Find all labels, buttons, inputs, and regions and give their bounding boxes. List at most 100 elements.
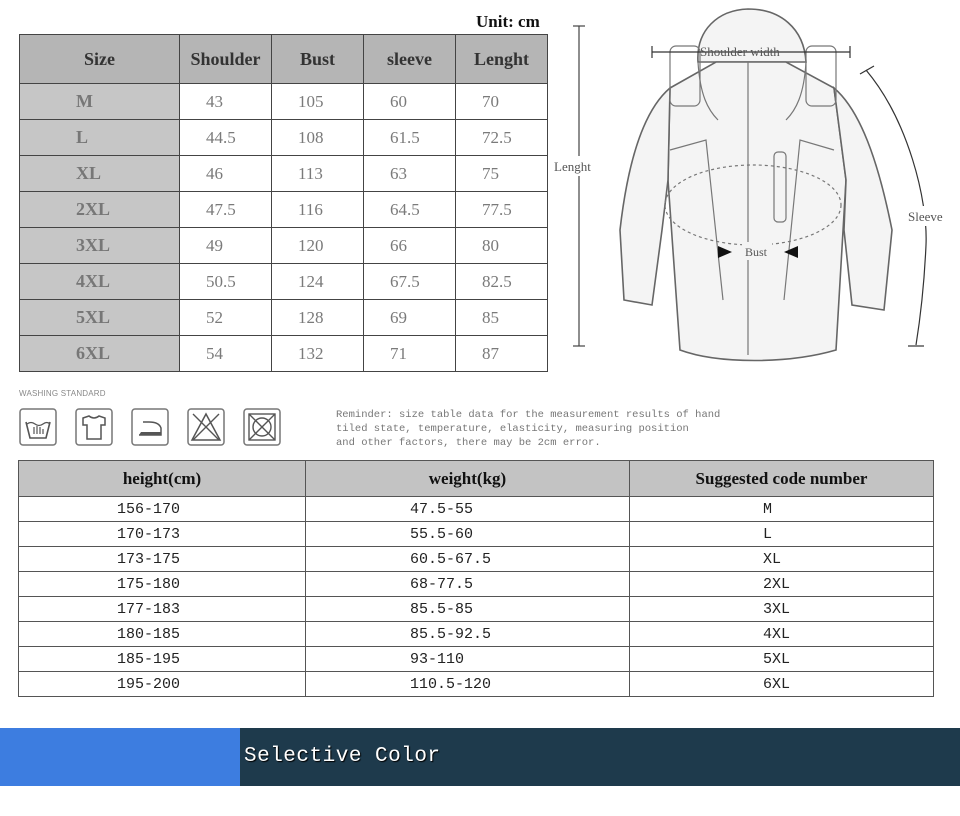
fit-table-header: height(cm) weight(kg) Suggested code num… <box>18 460 934 497</box>
header-suggested-code: Suggested code number <box>629 460 934 497</box>
code-cell: 2XL <box>629 571 934 597</box>
table-row: 170-173 55.5-60 L <box>18 521 934 547</box>
table-cell: 70 <box>455 83 548 120</box>
jacket-measurement-diagram: Lenght Shoulder width Sleeve <box>552 8 952 362</box>
table-row: 180-185 85.5-92.5 4XL <box>18 621 934 647</box>
size-cell: 6XL <box>19 335 180 372</box>
table-row: XL 46 113 63 75 <box>19 155 548 192</box>
unit-label: Unit: cm <box>476 12 540 31</box>
sleeve-indicator <box>859 65 927 347</box>
table-cell: 85 <box>455 299 548 336</box>
table-cell: 77.5 <box>455 191 548 228</box>
size-table-header: Size Shoulder Bust sleeve Lenght <box>19 34 548 84</box>
table-row: 156-170 47.5-55 M <box>18 496 934 522</box>
table-cell: 43 <box>179 83 272 120</box>
table-cell: 124 <box>271 263 364 300</box>
no-tumble-dry-icon <box>243 408 281 446</box>
table-row: 4XL 50.5 124 67.5 82.5 <box>19 263 548 300</box>
table-row: 3XL 49 120 66 80 <box>19 227 548 264</box>
table-cell: 75 <box>455 155 548 192</box>
size-cell: XL <box>19 155 180 192</box>
table-cell: 50.5 <box>179 263 272 300</box>
iron-shirt-icon <box>75 408 113 446</box>
fit-table: height(cm) weight(kg) Suggested code num… <box>18 460 934 697</box>
table-cell: 72.5 <box>455 119 548 156</box>
table-cell: 49 <box>179 227 272 264</box>
weight-cell: 55.5-60 <box>305 521 630 547</box>
size-cell: 3XL <box>19 227 180 264</box>
table-cell: 108 <box>271 119 364 156</box>
table-cell: 63 <box>363 155 456 192</box>
table-row: 2XL 47.5 116 64.5 77.5 <box>19 191 548 228</box>
washing-icons <box>19 408 281 446</box>
length-label: Lenght <box>554 159 591 174</box>
code-cell: 3XL <box>629 596 934 622</box>
weight-cell: 110.5-120 <box>305 671 630 697</box>
height-cell: 156-170 <box>18 496 306 522</box>
weight-cell: 47.5-55 <box>305 496 630 522</box>
weight-cell: 85.5-85 <box>305 596 630 622</box>
table-cell: 82.5 <box>455 263 548 300</box>
table-cell: 46 <box>179 155 272 192</box>
height-cell: 185-195 <box>18 646 306 672</box>
weight-cell: 85.5-92.5 <box>305 621 630 647</box>
table-cell: 64.5 <box>363 191 456 228</box>
table-row: L 44.5 108 61.5 72.5 <box>19 119 548 156</box>
banner-title: Selective Color <box>244 745 441 768</box>
selective-color-banner: Selective Color <box>0 728 960 786</box>
header-sleeve: sleeve <box>363 34 456 84</box>
size-cell: 4XL <box>19 263 180 300</box>
table-row: 177-183 85.5-85 3XL <box>18 596 934 622</box>
table-cell: 60 <box>363 83 456 120</box>
table-cell: 132 <box>271 335 364 372</box>
height-cell: 175-180 <box>18 571 306 597</box>
jacket-sketch <box>619 8 893 362</box>
table-cell: 80 <box>455 227 548 264</box>
size-table: Size Shoulder Bust sleeve Lenght M 43 10… <box>19 34 548 372</box>
table-cell: 87 <box>455 335 548 372</box>
table-cell: 71 <box>363 335 456 372</box>
table-row: M 43 105 60 70 <box>19 83 548 120</box>
size-cell: L <box>19 119 180 156</box>
table-cell: 66 <box>363 227 456 264</box>
code-cell: 6XL <box>629 671 934 697</box>
header-height: height(cm) <box>18 460 306 497</box>
height-cell: 177-183 <box>18 596 306 622</box>
table-cell: 128 <box>271 299 364 336</box>
weight-cell: 60.5-67.5 <box>305 546 630 572</box>
table-cell: 69 <box>363 299 456 336</box>
no-bleach-icon <box>187 408 225 446</box>
table-cell: 116 <box>271 191 364 228</box>
table-row: 5XL 52 128 69 85 <box>19 299 548 336</box>
table-cell: 44.5 <box>179 119 272 156</box>
table-row: 185-195 93-110 5XL <box>18 646 934 672</box>
height-cell: 195-200 <box>18 671 306 697</box>
iron-icon <box>131 408 169 446</box>
banner-accent-block <box>0 728 240 786</box>
length-indicator <box>573 25 585 347</box>
header-shoulder: Shoulder <box>179 34 272 84</box>
table-row: 195-200 110.5-120 6XL <box>18 671 934 697</box>
header-weight: weight(kg) <box>305 460 630 497</box>
table-cell: 67.5 <box>363 263 456 300</box>
height-cell: 170-173 <box>18 521 306 547</box>
size-cell: 2XL <box>19 191 180 228</box>
code-cell: XL <box>629 546 934 572</box>
table-row: 175-180 68-77.5 2XL <box>18 571 934 597</box>
height-cell: 173-175 <box>18 546 306 572</box>
header-size: Size <box>19 34 180 84</box>
weight-cell: 68-77.5 <box>305 571 630 597</box>
bust-indicator <box>718 246 798 258</box>
weight-cell: 93-110 <box>305 646 630 672</box>
table-cell: 105 <box>271 83 364 120</box>
header-bust: Bust <box>271 34 364 84</box>
shoulder-indicator <box>651 46 851 58</box>
code-cell: L <box>629 521 934 547</box>
table-cell: 113 <box>271 155 364 192</box>
table-row: 6XL 54 132 71 87 <box>19 335 548 372</box>
size-cell: 5XL <box>19 299 180 336</box>
header-length: Lenght <box>455 34 548 84</box>
code-cell: 4XL <box>629 621 934 647</box>
hand-wash-icon <box>19 408 57 446</box>
code-cell: M <box>629 496 934 522</box>
